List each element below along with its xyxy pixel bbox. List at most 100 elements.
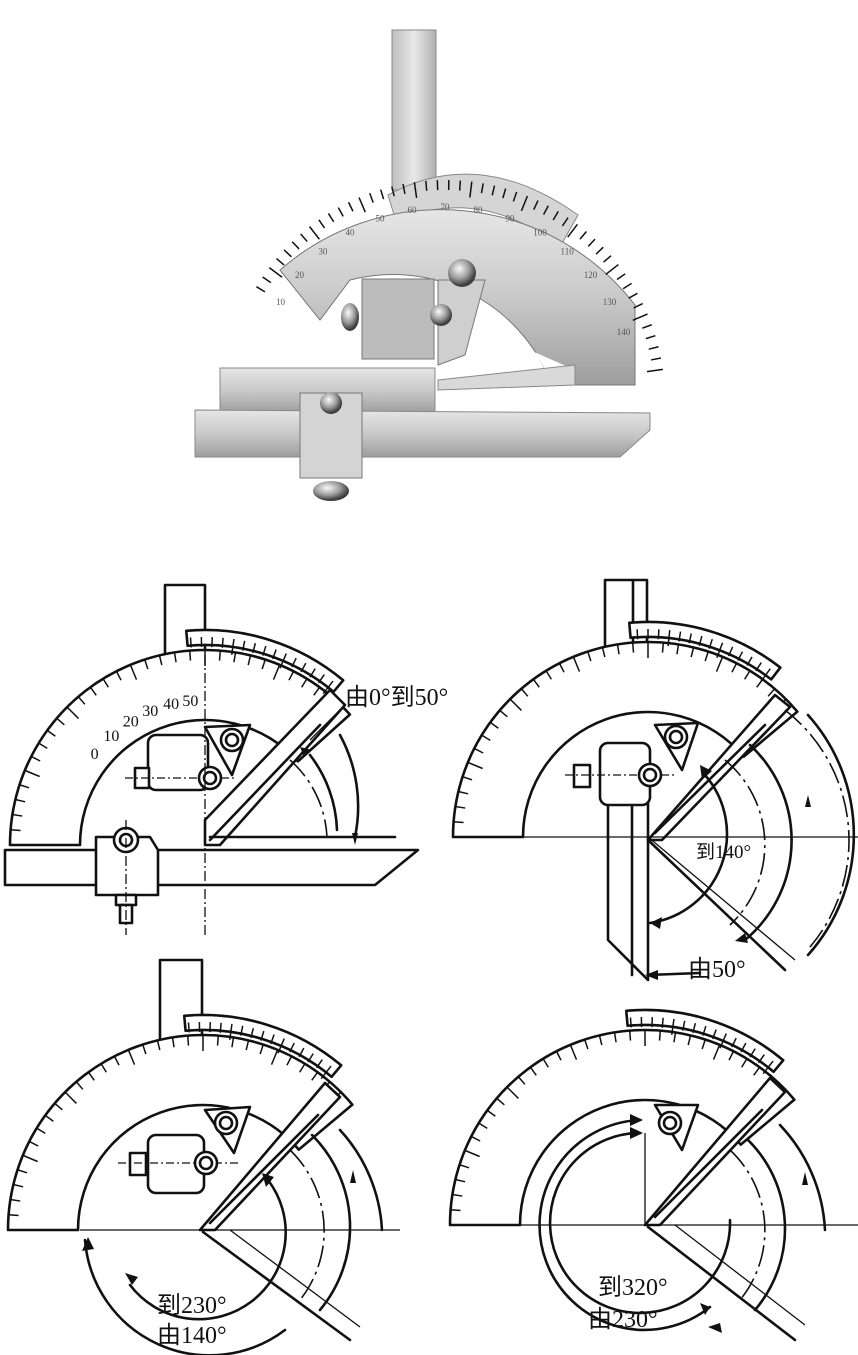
photo-scale-tick bbox=[337, 207, 344, 217]
diagram-d-scale-tick bbox=[486, 1109, 496, 1117]
diagram-a-scale-tick bbox=[38, 742, 48, 749]
diagram-a-scale-tick bbox=[24, 769, 40, 778]
diagram-d-vernier-tick bbox=[629, 1017, 632, 1028]
diagram-a-scale-tick bbox=[89, 686, 97, 696]
photo-scale-tick bbox=[646, 368, 663, 373]
photo-scale-tick bbox=[358, 197, 366, 213]
photo-scale-tick bbox=[605, 263, 619, 275]
diagram-b-scale-tick bbox=[744, 670, 751, 680]
diagram-d-scale-tick bbox=[658, 1030, 662, 1041]
photo-scale-tick bbox=[502, 188, 507, 199]
diagram-c-scale-tick bbox=[75, 1081, 84, 1090]
photo-scale-label: 120 bbox=[584, 270, 598, 280]
diagram-c-scale-tick bbox=[186, 1035, 190, 1046]
diagram-d-scale-tick bbox=[753, 1066, 761, 1076]
photo-scale-tick bbox=[425, 180, 428, 191]
diagram-d-scale-tick bbox=[712, 1044, 721, 1060]
diagram-c-scale-tick bbox=[87, 1071, 95, 1081]
diagram-b-vernier-tick bbox=[727, 646, 734, 657]
photo-scale-tick bbox=[633, 302, 644, 309]
diagram-b-scale-tick bbox=[462, 776, 473, 781]
diagram-c-label-from: 由140° bbox=[157, 1322, 227, 1349]
diagram-c-vernier-tick bbox=[250, 1027, 255, 1039]
diagram-d-scale-tick bbox=[450, 1208, 461, 1212]
diagram-a-scale-number: 30 bbox=[142, 703, 158, 720]
diagram-a-scale-number: 10 bbox=[103, 728, 119, 745]
photo-scale-tick bbox=[567, 223, 578, 238]
diagram-b-scale-tick bbox=[499, 709, 508, 718]
photo-scale-tick bbox=[268, 267, 283, 278]
diagram-a-scale-number: 20 bbox=[123, 713, 139, 730]
diagram-b-vernier-tick bbox=[678, 631, 682, 642]
diagram-d-scale-tick bbox=[496, 1097, 505, 1106]
diagram-c-scale-tick bbox=[245, 1040, 250, 1051]
diagram-a-scale-tick bbox=[12, 813, 23, 817]
photo-scale-tick bbox=[579, 230, 587, 240]
diagram-c-vernier-tick bbox=[298, 1047, 305, 1058]
diagram-a-scale-tick bbox=[115, 670, 122, 681]
diagram-b-scale-tick bbox=[453, 820, 464, 824]
diagram-d-scale-tick bbox=[687, 1035, 692, 1046]
diagram-d-scale-tick bbox=[455, 1178, 466, 1183]
diagram-b-vernier-tick bbox=[657, 629, 660, 640]
diagram-a-scale-tick bbox=[66, 706, 79, 719]
diagram-b-scale-tick bbox=[473, 747, 484, 754]
diagram-d-scale-tick bbox=[478, 1122, 488, 1129]
diagram-b-scale-tick bbox=[767, 688, 776, 697]
diagram-c-vernier-tick bbox=[240, 1025, 244, 1036]
photo-scale-label: 40 bbox=[346, 227, 356, 237]
diagram-a-label: 由0°到50° bbox=[345, 684, 448, 711]
photo-scale-label: 70 bbox=[441, 202, 451, 212]
diagram-a-scale-tick bbox=[218, 650, 222, 661]
photo-scale-tick bbox=[291, 241, 300, 250]
diagram-a-scale-tick bbox=[288, 670, 295, 681]
diagram-d-vernier-tick bbox=[749, 1048, 756, 1058]
photo-scale-tick bbox=[542, 205, 549, 215]
diagram-a-scale-tick bbox=[261, 659, 266, 670]
diagram-b-vernier-tick bbox=[746, 656, 753, 666]
diagram-a-scale-tick bbox=[77, 696, 86, 705]
photo-knob-bottom bbox=[313, 481, 349, 501]
photo-center-block bbox=[361, 278, 435, 360]
diagram-b-scale-tick bbox=[616, 644, 620, 655]
diagram-b-scale-tick bbox=[601, 647, 606, 658]
diagram-c-scale-tick bbox=[299, 1063, 306, 1073]
diagram-d-vernier-tick bbox=[757, 1054, 765, 1064]
photo-scale-label: 50 bbox=[376, 213, 386, 223]
diagram-d-vernier-tick bbox=[661, 1017, 664, 1028]
diagram-c-vernier-tick bbox=[228, 1023, 233, 1040]
diagram-d-vernier-tick bbox=[762, 1060, 774, 1075]
diagram-a-scale-tick bbox=[144, 659, 149, 670]
photo-scale-tick bbox=[300, 233, 308, 243]
diagram-b-vernier-tick bbox=[667, 630, 671, 647]
diagram-c-scale-tick bbox=[8, 1213, 19, 1217]
photo-scale-tick bbox=[379, 189, 385, 200]
diagram-d-scale-tick bbox=[452, 1193, 463, 1197]
photo-scale-tick bbox=[391, 186, 395, 197]
photo-scale-label: 60 bbox=[408, 205, 418, 215]
photo-scale-tick bbox=[587, 238, 596, 247]
diagram-d: 到320° 由230° bbox=[430, 955, 858, 1355]
photo-scale-label: 20 bbox=[295, 270, 305, 280]
photo-scale-tick bbox=[602, 255, 612, 263]
diagram-b-scale-tick bbox=[631, 642, 635, 653]
diagram-a-scale-tick bbox=[129, 664, 138, 680]
diagram-a-vernier-tick bbox=[262, 645, 267, 656]
diagram-c-scale-tick bbox=[156, 1040, 161, 1051]
diagram-d-scale-tick bbox=[506, 1086, 519, 1099]
diagram-c-scale-tick bbox=[270, 1049, 279, 1065]
diagram-d-scale-tick bbox=[555, 1050, 562, 1061]
photo-vernier-arc bbox=[387, 173, 579, 248]
diagram-d-vernier-tick bbox=[712, 1029, 717, 1040]
diagram-c-vernier-tick bbox=[289, 1042, 295, 1053]
diagram-a-scale-tick bbox=[188, 650, 192, 661]
diagram-d-scale-tick bbox=[701, 1039, 706, 1050]
diagram-c-scale-tick bbox=[22, 1154, 38, 1163]
diagram-c-scale-tick bbox=[54, 1102, 63, 1111]
photo-scale-label: 130 bbox=[603, 297, 617, 307]
diagram-c-scale-tick bbox=[28, 1140, 39, 1147]
photo-scale-tick bbox=[262, 276, 272, 284]
photo-scale-tick bbox=[561, 217, 569, 227]
photo-scale-tick bbox=[632, 313, 648, 321]
diagram-b-scale-tick bbox=[455, 805, 466, 809]
